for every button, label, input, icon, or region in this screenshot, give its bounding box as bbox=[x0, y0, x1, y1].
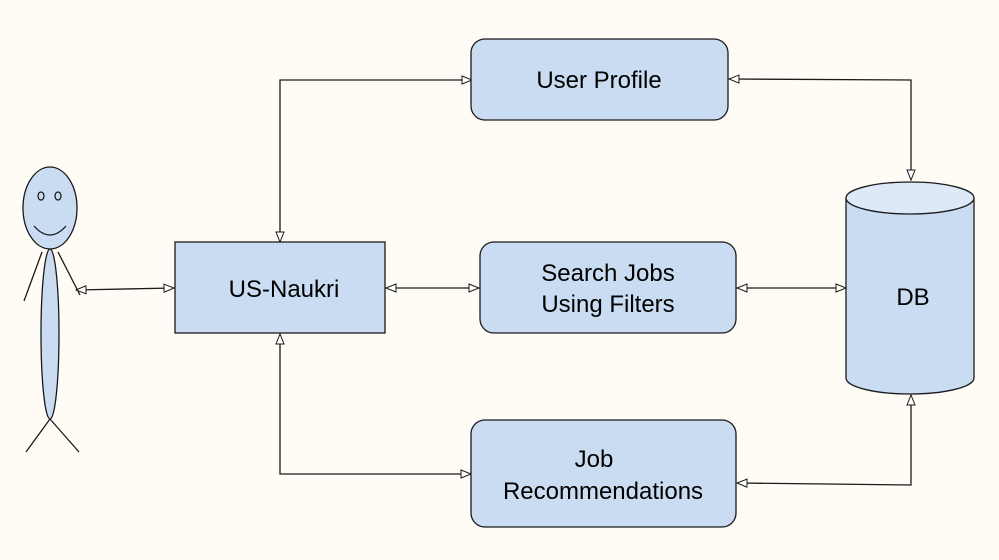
user-profile-label: User Profile bbox=[536, 67, 661, 94]
search-jobs-label-line1: Search Jobs bbox=[541, 260, 674, 287]
actor-smile bbox=[33, 225, 67, 236]
connector-us-naukri-to-user-profile bbox=[280, 80, 472, 242]
job-recommendations-node: Job Recommendations bbox=[470, 419, 737, 528]
connector-user-to-us-naukri bbox=[76, 288, 174, 290]
db-node: DB bbox=[845, 181, 975, 395]
search-jobs-label-line2: Using Filters bbox=[541, 291, 674, 318]
connector-user-profile-to-db bbox=[729, 79, 911, 180]
us-naukri-label: US-Naukri bbox=[229, 276, 340, 303]
actor-body bbox=[40, 248, 60, 420]
db-label: DB bbox=[896, 284, 929, 311]
connector-us-naukri-to-job-recommendations bbox=[280, 334, 471, 474]
actor-left-arm bbox=[23, 251, 43, 302]
connector-job-recommendations-to-db bbox=[737, 395, 911, 485]
search-jobs-node: Search Jobs Using Filters bbox=[479, 241, 737, 334]
job-recommendations-label-line1: Job bbox=[575, 446, 614, 473]
actor-right-arm bbox=[57, 251, 81, 296]
user-profile-node: User Profile bbox=[470, 38, 729, 121]
db-cylinder-top bbox=[845, 181, 975, 215]
us-naukri-node: US-Naukri bbox=[174, 241, 386, 334]
actor-left-eye bbox=[37, 191, 45, 201]
user-actor-icon bbox=[22, 166, 81, 453]
actor-right-leg bbox=[49, 418, 80, 453]
db-cylinder-body bbox=[845, 198, 975, 395]
actor-head bbox=[22, 166, 78, 250]
job-recommendations-label-line2: Recommendations bbox=[503, 478, 703, 505]
actor-right-eye bbox=[54, 191, 62, 201]
actor-left-leg bbox=[25, 418, 51, 453]
